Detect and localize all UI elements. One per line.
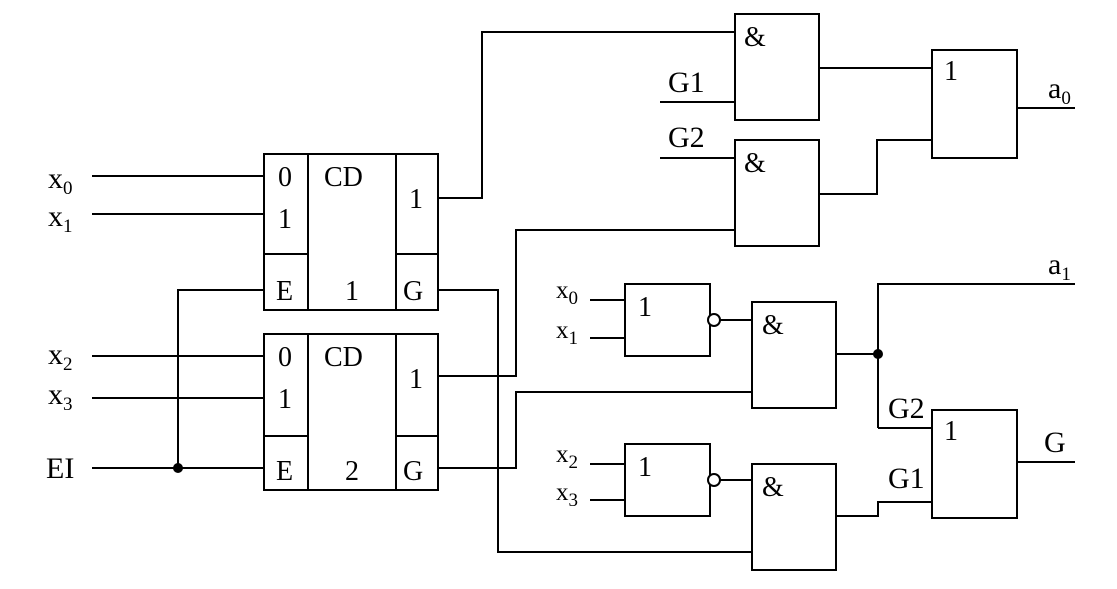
wire-ei-to-e1 xyxy=(177,289,264,468)
encoder-2-enable: E xyxy=(276,456,293,487)
encoder-2-group: G xyxy=(403,456,423,487)
encoder-2-output: 1 xyxy=(409,364,423,395)
label-g2-or: G2 xyxy=(888,392,925,425)
and-gate-2 xyxy=(734,139,820,247)
label-x1: x1 xyxy=(48,200,73,237)
label-ei: EI xyxy=(46,452,74,485)
and-gate-3-symbol: & xyxy=(762,310,784,341)
label-nor1-x1: x1 xyxy=(556,317,578,349)
nor-gate-1-symbol: 1 xyxy=(638,292,652,323)
label-nor1-x0: x0 xyxy=(556,277,578,309)
label-nor2-x2: x2 xyxy=(556,441,578,473)
label-g1-input: G1 xyxy=(668,66,705,99)
label-a0: a0 xyxy=(1048,72,1071,109)
encoder-1-pin-1: 1 xyxy=(278,204,292,235)
encoder-1-frame xyxy=(263,153,439,311)
wire-cd2-out xyxy=(438,229,735,377)
wire-cd1-out xyxy=(438,31,735,199)
and-gate-1-symbol: & xyxy=(744,22,766,53)
nor-gate-2 xyxy=(624,443,711,517)
encoder-1: 0 1 CD 1 E 1 G xyxy=(263,153,439,311)
encoder-2: 0 1 CD 1 E 2 G xyxy=(263,333,439,491)
nor-gate-1-inverter-bubble xyxy=(707,313,721,327)
or-gate-g-symbol: 1 xyxy=(944,416,958,447)
encoder-1-enable: E xyxy=(276,276,293,307)
and-gate-4 xyxy=(751,463,837,571)
gates: & & 1 1 1 & & 1 xyxy=(624,13,1018,571)
and-gate-4-symbol: & xyxy=(762,472,784,503)
encoder-1-group: G xyxy=(403,276,423,307)
encoder-1-pin-0: 0 xyxy=(278,162,292,193)
nor-gate-2-symbol: 1 xyxy=(638,452,652,483)
wire-cd2-g xyxy=(438,391,752,469)
wires xyxy=(92,31,1075,553)
or-gate-g xyxy=(931,409,1018,519)
wire-a1-out xyxy=(877,283,1075,428)
label-x0: x0 xyxy=(48,162,73,199)
nor-gate-2-inverter-bubble xyxy=(707,473,721,487)
encoder-1-output: 1 xyxy=(409,184,423,215)
encoder-2-pin-1: 1 xyxy=(278,384,292,415)
or-gate-a0-symbol: 1 xyxy=(944,56,958,87)
junction-a1 xyxy=(873,349,883,359)
wire-cd1-g xyxy=(438,289,752,553)
label-nor2-x3: x3 xyxy=(556,479,578,511)
label-a1: a1 xyxy=(1048,248,1071,285)
label-x2: x2 xyxy=(48,338,73,375)
or-gate-a0 xyxy=(931,49,1018,159)
encoder-2-number: 2 xyxy=(345,456,359,487)
junction-ei xyxy=(173,463,183,473)
and-gate-2-symbol: & xyxy=(744,148,766,179)
encoder-1-label: CD xyxy=(324,162,363,193)
wire-and2-to-or xyxy=(819,139,932,195)
label-x3: x3 xyxy=(48,378,73,415)
label-g2-input: G2 xyxy=(668,121,705,154)
and-gate-1 xyxy=(734,13,820,121)
labels: x0 x1 x2 x3 EI G1 G2 a0 a1 x0 x1 x2 x3 G… xyxy=(46,66,1071,511)
encoder-2-frame xyxy=(263,333,439,491)
encoder-2-label: CD xyxy=(324,342,363,373)
encoder-1-number: 1 xyxy=(345,276,359,307)
encoder-2-pin-0: 0 xyxy=(278,342,292,373)
label-g1-or: G1 xyxy=(888,462,925,495)
wire-g1-to-or xyxy=(836,501,932,517)
label-g-output: G xyxy=(1044,426,1066,459)
and-gate-3 xyxy=(751,301,837,409)
